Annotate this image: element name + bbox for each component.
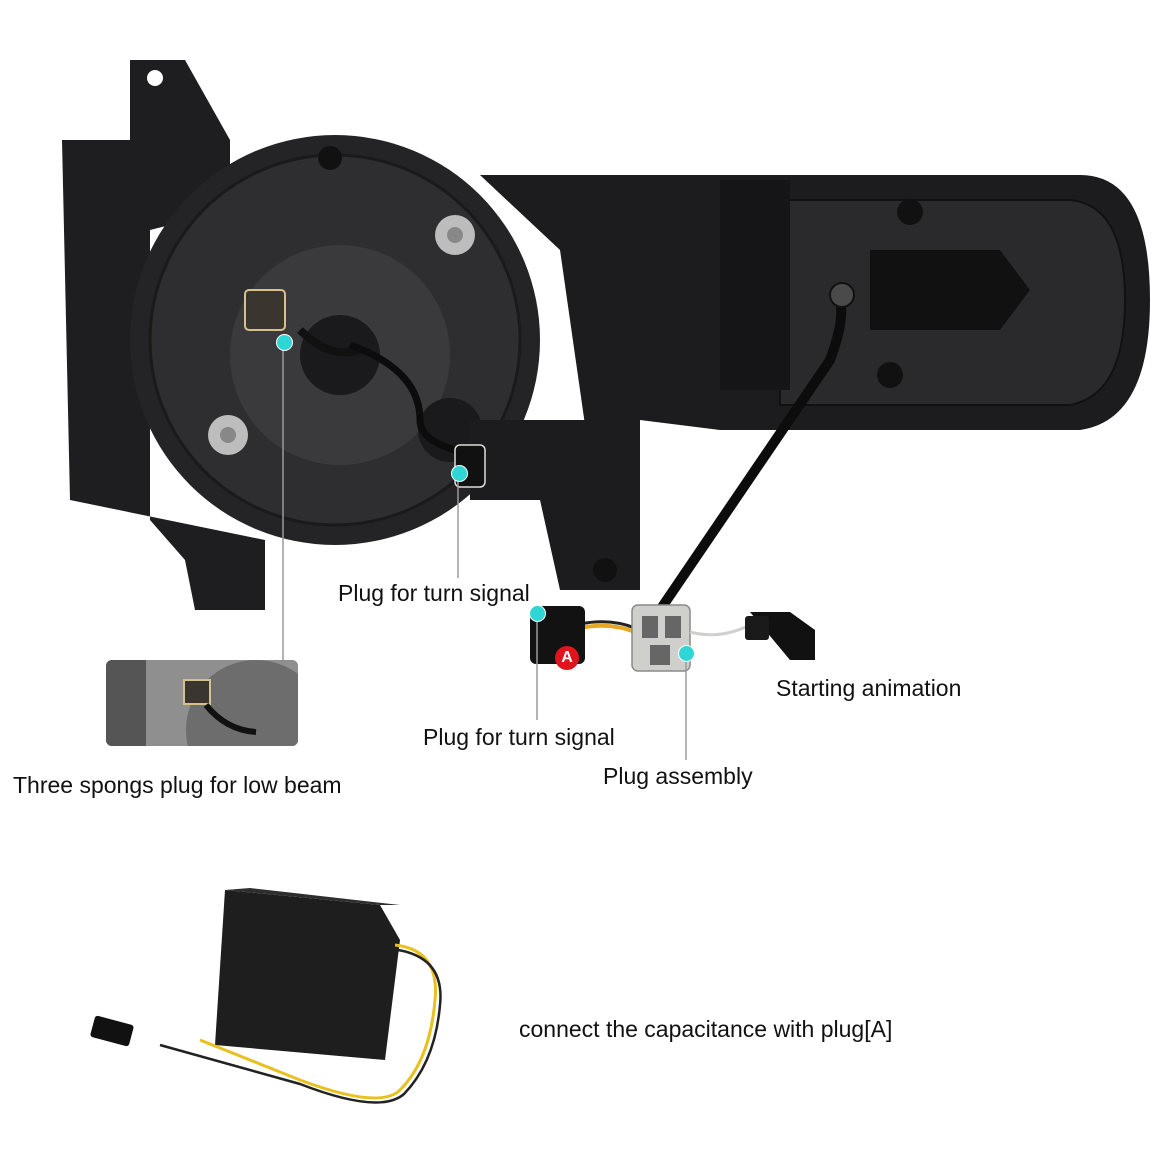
marker-plug-assembly xyxy=(678,645,695,662)
plug-a-badge: A xyxy=(555,646,579,670)
marker-turn-signal-upper xyxy=(451,465,468,482)
label-starting-animation: Starting animation xyxy=(776,675,962,701)
label-low-beam: Three spongs plug for low beam xyxy=(13,772,342,798)
label-turn-signal-lower: Plug for turn signal xyxy=(423,724,615,750)
label-capacitance: connect the capacitance with plug[A] xyxy=(519,1016,893,1042)
label-turn-signal-upper: Plug for turn signal xyxy=(338,580,530,606)
label-plug-assembly: Plug assembly xyxy=(603,763,753,789)
marker-low-beam-plug xyxy=(276,334,293,351)
marker-turn-signal-lower xyxy=(529,605,546,622)
low-beam-plug-thumbnail xyxy=(106,660,298,746)
low-beam-plug-photo xyxy=(106,660,298,746)
